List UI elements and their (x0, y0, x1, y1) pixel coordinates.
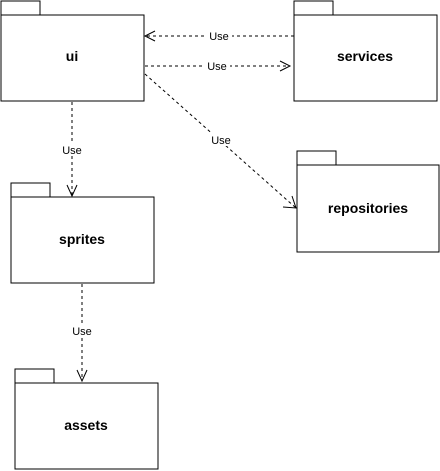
package-label: assets (64, 417, 108, 433)
dependency-ui-to-repositories: Use (144, 73, 297, 209)
package-ui: ui (0, 0, 145, 102)
arrowhead-icon (143, 30, 156, 42)
arrowhead-icon (279, 60, 292, 72)
package-services: services (293, 0, 438, 102)
package-label: services (337, 48, 393, 64)
dependency-label: Use (209, 31, 229, 43)
dependency-ui-to-services: Use (145, 59, 292, 73)
package-label: sprites (59, 231, 105, 247)
arrowhead-icon (66, 184, 78, 198)
dependency-label: Use (207, 61, 227, 73)
package-sprites: sprites (10, 182, 155, 284)
dependency-label: Use (211, 135, 231, 147)
dependency-label: Use (62, 145, 82, 157)
package-label: ui (66, 48, 78, 64)
dependency-ui-to-sprites: Use (59, 102, 85, 198)
package-repositories: repositories (296, 150, 440, 253)
arrowhead-icon (76, 369, 88, 383)
dependency-sprites-to-assets: Use (69, 284, 95, 383)
dependency-label: Use (72, 326, 92, 338)
package-assets: assets (14, 368, 159, 470)
dependency-services-to-ui: Use (143, 29, 294, 43)
arrowhead-icon (282, 195, 297, 209)
package-label: repositories (328, 200, 408, 216)
